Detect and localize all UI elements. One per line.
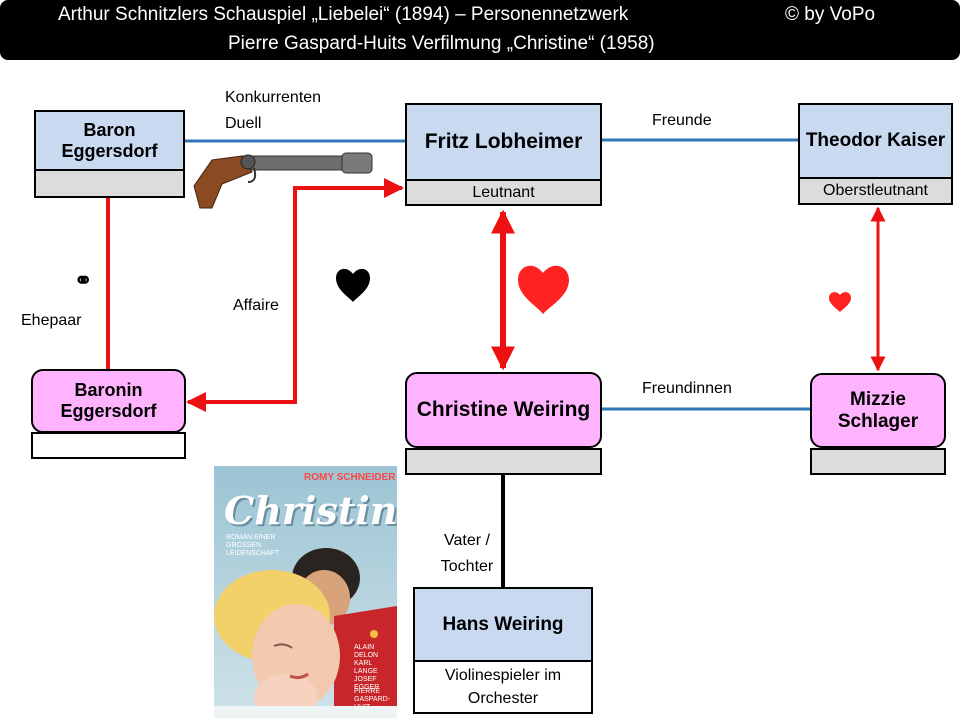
node-theodor-name: Theodor Kaiser: [805, 130, 946, 151]
role-mizzie: [810, 448, 946, 475]
role-fritz: Leutnant: [405, 179, 602, 206]
label-friends: Freunde: [652, 112, 712, 129]
flintlock-pistol-icon: [193, 152, 373, 209]
copyright-label: © by VoPo: [785, 4, 876, 25]
poster-title: Christine: [224, 488, 397, 533]
poster-director: PIERRE GASPARD-HUIT: [354, 688, 391, 711]
node-baronin-name: Baronin Eggersdorf: [60, 380, 157, 421]
label-girlfriends: Freundinnen: [642, 380, 732, 397]
node-hans-name: Hans Weiring: [442, 613, 564, 635]
node-fritz-name: Fritz Lobheimer: [424, 130, 583, 153]
label-duel: Duell: [225, 115, 262, 132]
title-banner: Arthur Schnitzlers Schauspiel „Liebelei“…: [0, 0, 960, 60]
node-christine-name: Christine Weiring: [416, 398, 591, 421]
label-rivals: Konkurrenten: [225, 89, 322, 106]
node-fritz-lobheimer: Fritz Lobheimer: [405, 103, 602, 181]
node-baronin-eggersdorf: Baronin Eggersdorf: [31, 369, 186, 433]
label-couple: Ehepaar: [21, 312, 82, 329]
role-baronin: [31, 432, 186, 459]
label-affair: Affaire: [233, 297, 279, 314]
node-baron-eggersdorf: Baron Eggersdorf: [34, 110, 185, 171]
node-theodor-kaiser: Theodor Kaiser: [798, 103, 953, 179]
node-mizzie-schlager: Mizzie Schlager: [810, 373, 946, 448]
small-red-heart-icon: [829, 292, 851, 312]
label-couple-symbol: ⚭: [74, 268, 93, 293]
poster-artwork: [214, 466, 397, 718]
title-line-1: Arthur Schnitzlers Schauspiel „Liebelei“…: [58, 4, 629, 25]
role-fritz-label: Leutnant: [472, 183, 535, 201]
poster-cast: ALAIN DELON KARL LANGE JOSEF EGGER: [354, 644, 380, 691]
movie-poster-image: ROMY SCHNEIDER Christine ROMAN EINER GRO…: [214, 466, 397, 718]
node-christine-weiring: Christine Weiring: [405, 372, 602, 448]
label-father-daughter: Vater / Tochter: [440, 532, 494, 575]
role-hans: Violinespieler im Orchester: [413, 660, 593, 714]
node-hans-weiring: Hans Weiring: [413, 587, 593, 662]
role-baron: [34, 169, 185, 198]
red-heart-icon: [518, 265, 569, 314]
title-line-2: Pierre Gaspard-Huits Verfilmung „Christi…: [228, 33, 655, 54]
role-theodor-label: Oberstleutnant: [823, 182, 928, 199]
node-baron-name: Baron Eggersdorf: [61, 119, 158, 161]
role-hans-label: Violinespieler im Orchester: [444, 667, 562, 707]
node-mizzie-name: Mizzie Schlager: [837, 388, 919, 432]
poster-tagline: ROMAN EINER GROSSEN LEIDENSCHAFT: [226, 534, 280, 557]
arrow-affair: [186, 178, 404, 412]
poster-star-name: ROMY SCHNEIDER: [304, 472, 396, 483]
role-christine: [405, 448, 602, 475]
black-heart-icon: [336, 268, 370, 302]
role-theodor: Oberstleutnant: [798, 177, 953, 205]
